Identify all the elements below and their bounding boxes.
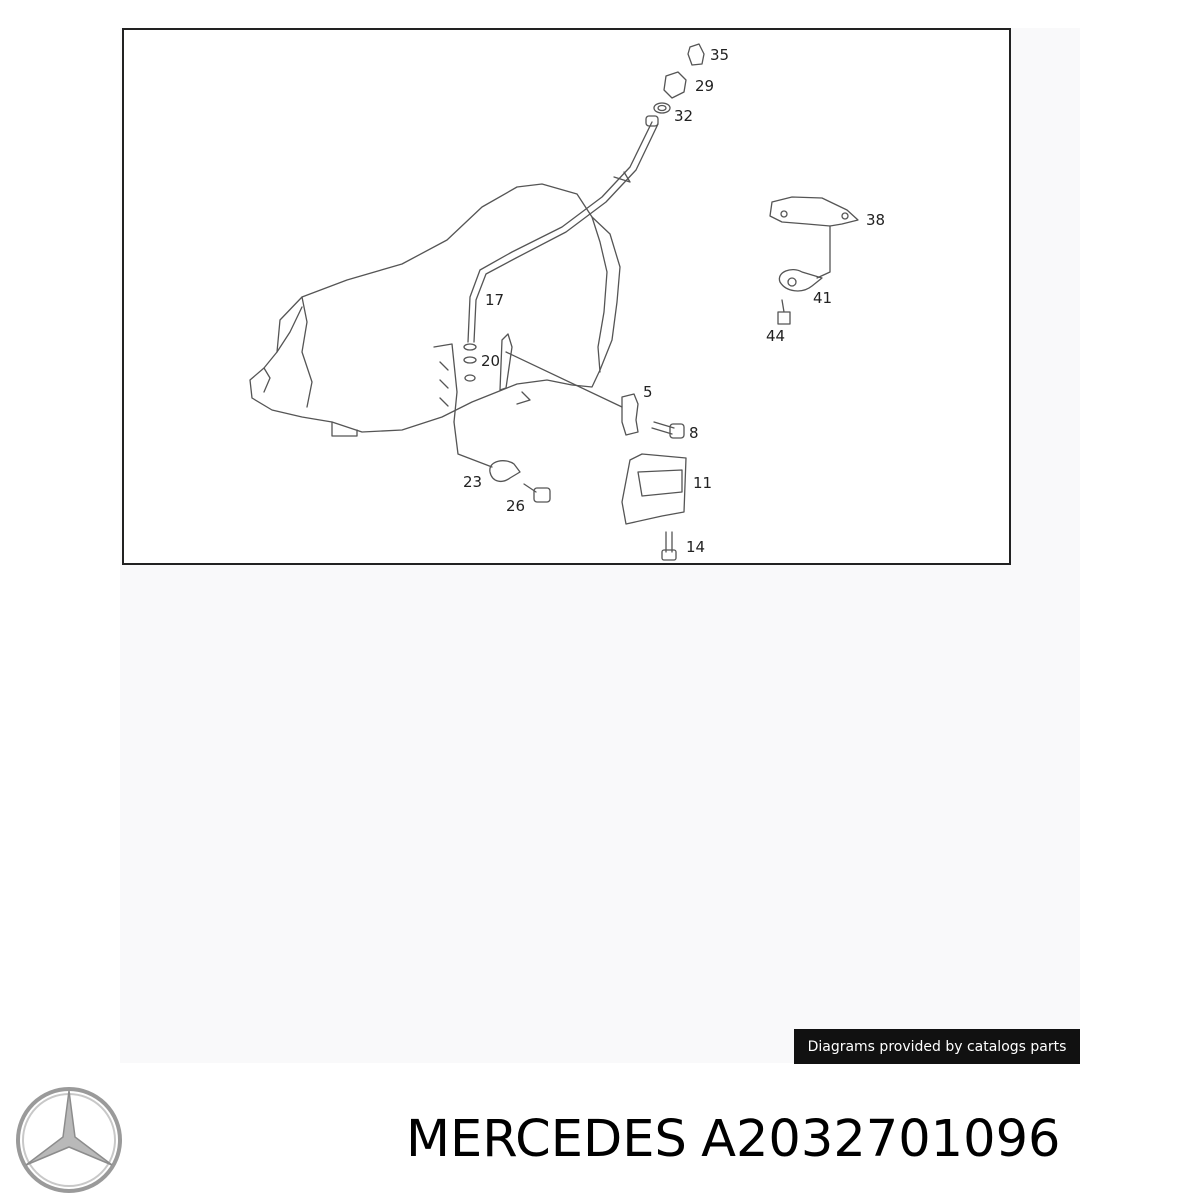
part-29-plug bbox=[663, 71, 687, 99]
callout-14: 14 bbox=[686, 538, 705, 556]
callout-23: 23 bbox=[463, 473, 482, 491]
part-44-bolt bbox=[777, 299, 791, 325]
part-14-bolt bbox=[665, 531, 673, 553]
callout-5: 5 bbox=[643, 383, 653, 401]
diagram-credit-banner: Diagrams provided by catalogs parts bbox=[794, 1029, 1080, 1064]
callout-29: 29 bbox=[695, 77, 714, 95]
callout-8: 8 bbox=[689, 424, 699, 442]
part-32-seal bbox=[653, 102, 671, 114]
credit-text: Diagrams provided by catalogs parts bbox=[807, 1038, 1067, 1055]
part-11-shield bbox=[621, 453, 687, 525]
callout-26: 26 bbox=[506, 497, 525, 515]
callout-38: 38 bbox=[866, 211, 885, 229]
part-41-clamp bbox=[778, 268, 823, 292]
brand-name: MERCEDES bbox=[406, 1110, 687, 1169]
callout-35: 35 bbox=[710, 46, 729, 64]
part-38-bracket bbox=[769, 196, 859, 227]
parts-diagram: 35 29 32 38 17 41 44 20 5 8 11 23 26 14 bbox=[122, 28, 1011, 565]
transmission-housing bbox=[249, 183, 621, 433]
part-5-bracket bbox=[621, 393, 639, 436]
callout-32: 32 bbox=[674, 107, 693, 125]
part-8-bolt bbox=[651, 421, 675, 435]
callout-11: 11 bbox=[693, 474, 712, 492]
part-23-clamp bbox=[489, 460, 521, 483]
callout-20: 20 bbox=[481, 352, 500, 370]
callout-44: 44 bbox=[766, 327, 785, 345]
callout-41: 41 bbox=[813, 289, 832, 307]
dipstick-tube bbox=[467, 121, 653, 343]
part-number: A2032701096 bbox=[701, 1110, 1061, 1169]
callout-17: 17 bbox=[485, 291, 504, 309]
mercedes-star-logo-icon bbox=[16, 1087, 122, 1193]
part-35-cap bbox=[687, 43, 705, 66]
